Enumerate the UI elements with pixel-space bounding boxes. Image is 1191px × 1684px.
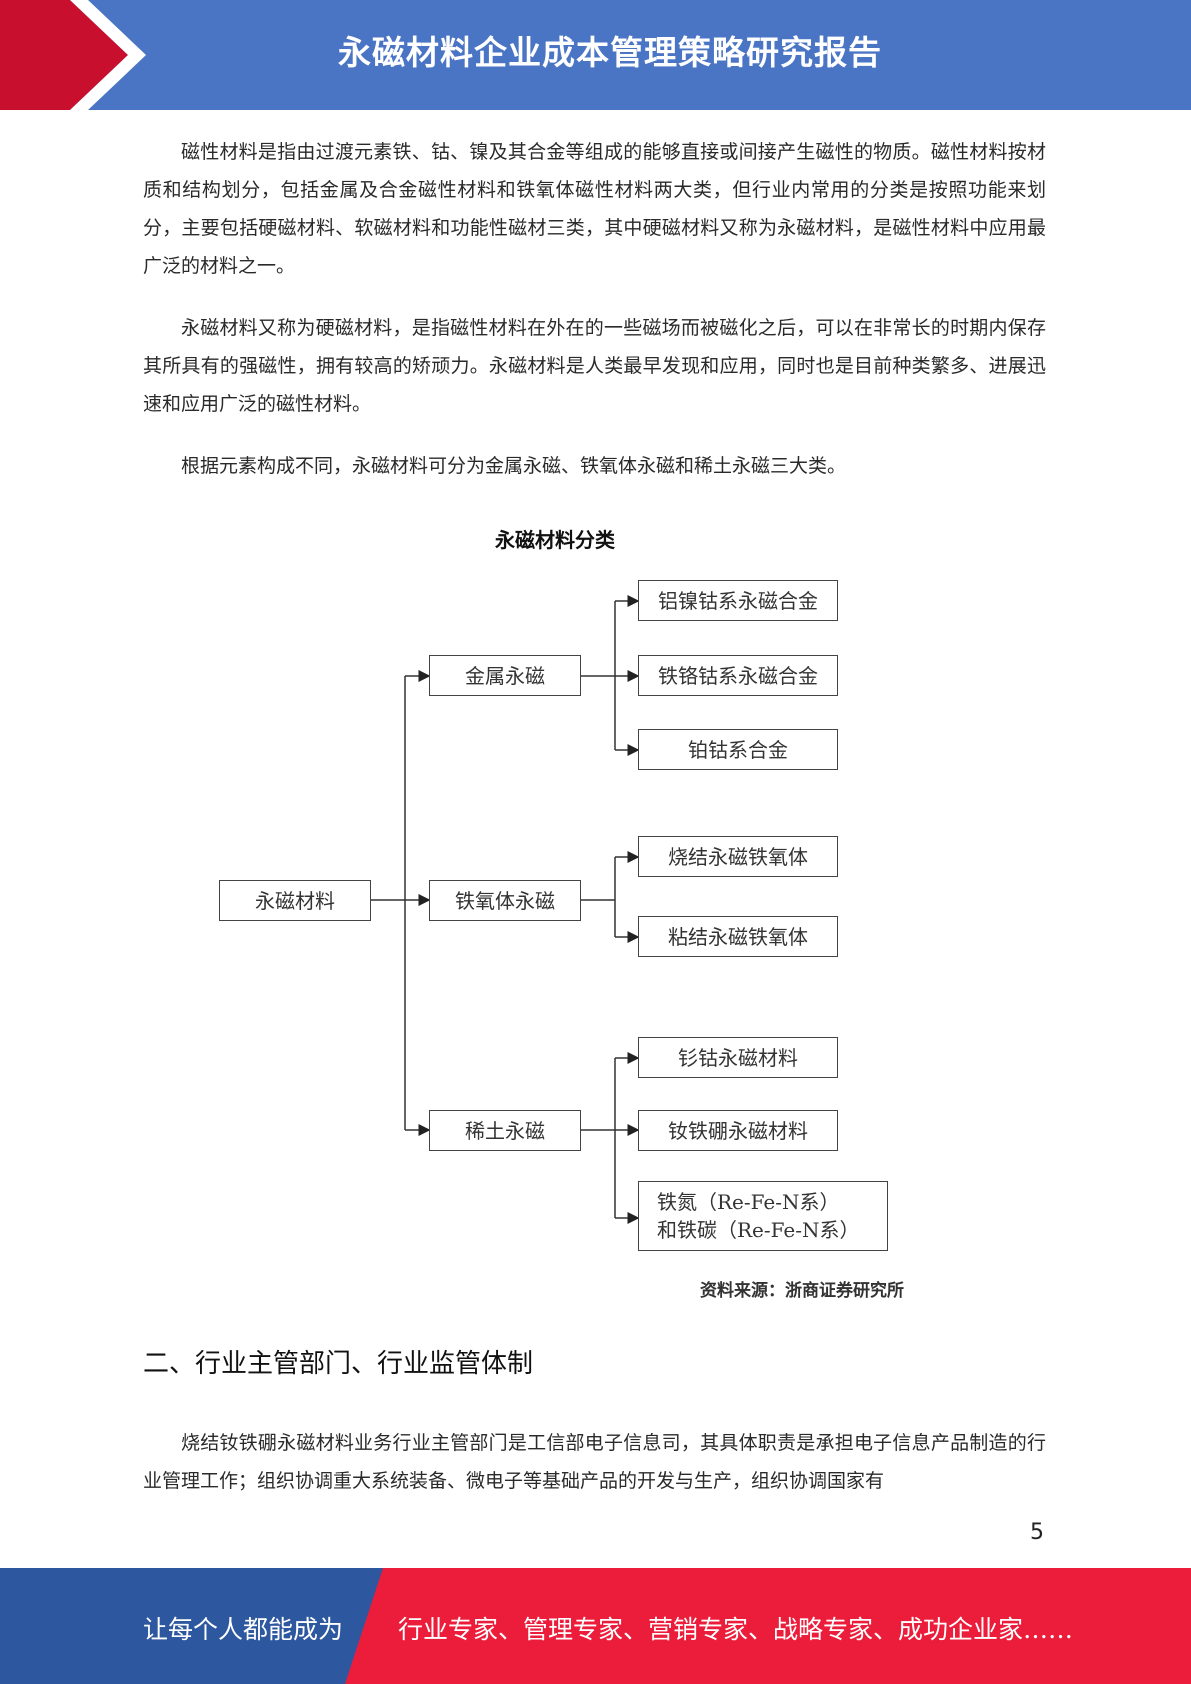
node-leaf-multiline: 铁氮（Re-Fe-N系） 和铁碳（Re-Fe-N系）: [638, 1181, 888, 1251]
node-leaf: 铝镍钴系永磁合金: [638, 580, 838, 621]
header-red-chevron: [0, 0, 146, 110]
diagram-source: 资料来源：浙商证券研究所: [700, 1281, 904, 1301]
diagram-title: 永磁材料分类: [495, 528, 615, 552]
node-leaf: 铁铬钴系永磁合金: [638, 655, 838, 696]
section-heading: 二、行业主管部门、行业监管体制: [143, 1349, 534, 1379]
node-branch-ferrite: 铁氧体永磁: [429, 880, 581, 921]
node-leaf: 粘结永磁铁氧体: [638, 916, 838, 957]
page-footer: 让每个人都能成为 行业专家、管理专家、营销专家、战略专家、成功企业家……: [0, 1568, 1191, 1684]
page-number: 5: [1030, 1520, 1044, 1545]
paragraph-4: 烧结钕铁硼永磁材料业务行业主管部门是工信部电子信息司，其具体职责是承担电子信息产…: [143, 1432, 1046, 1492]
paragraph-3: 根据元素构成不同，永磁材料可分为金属永磁、铁氧体永磁和稀土永磁三大类。: [181, 455, 847, 477]
node-leaf-line: 铁氮（Re-Fe-N系）: [657, 1190, 840, 1214]
paragraph-2: 永磁材料又称为硬磁材料，是指磁性材料在外在的一些磁场而被磁化之后，可以在非常长的…: [143, 317, 1046, 415]
node-branch-metal: 金属永磁: [429, 655, 581, 696]
node-leaf: 铂钴系合金: [638, 729, 838, 770]
page-header: 永磁材料企业成本管理策略研究报告: [0, 0, 1191, 110]
node-leaf-line: 和铁碳（Re-Fe-N系）: [657, 1218, 860, 1242]
footer-slogan-right: 行业专家、管理专家、营销专家、战略专家、成功企业家……: [398, 1615, 1074, 1644]
report-title: 永磁材料企业成本管理策略研究报告: [338, 33, 882, 72]
footer-slogan-left: 让每个人都能成为: [143, 1615, 344, 1644]
node-leaf: 钕铁硼永磁材料: [638, 1110, 838, 1151]
node-branch-rare-earth: 稀土永磁: [429, 1110, 581, 1151]
node-leaf: 烧结永磁铁氧体: [638, 836, 838, 877]
paragraph-1: 磁性材料是指由过渡元素铁、钴、镍及其合金等组成的能够直接或间接产生磁性的物质。磁…: [143, 141, 1046, 277]
node-root: 永磁材料: [219, 880, 371, 921]
footer-blue-panel: [0, 1568, 383, 1684]
node-leaf: 钐钴永磁材料: [638, 1037, 838, 1078]
